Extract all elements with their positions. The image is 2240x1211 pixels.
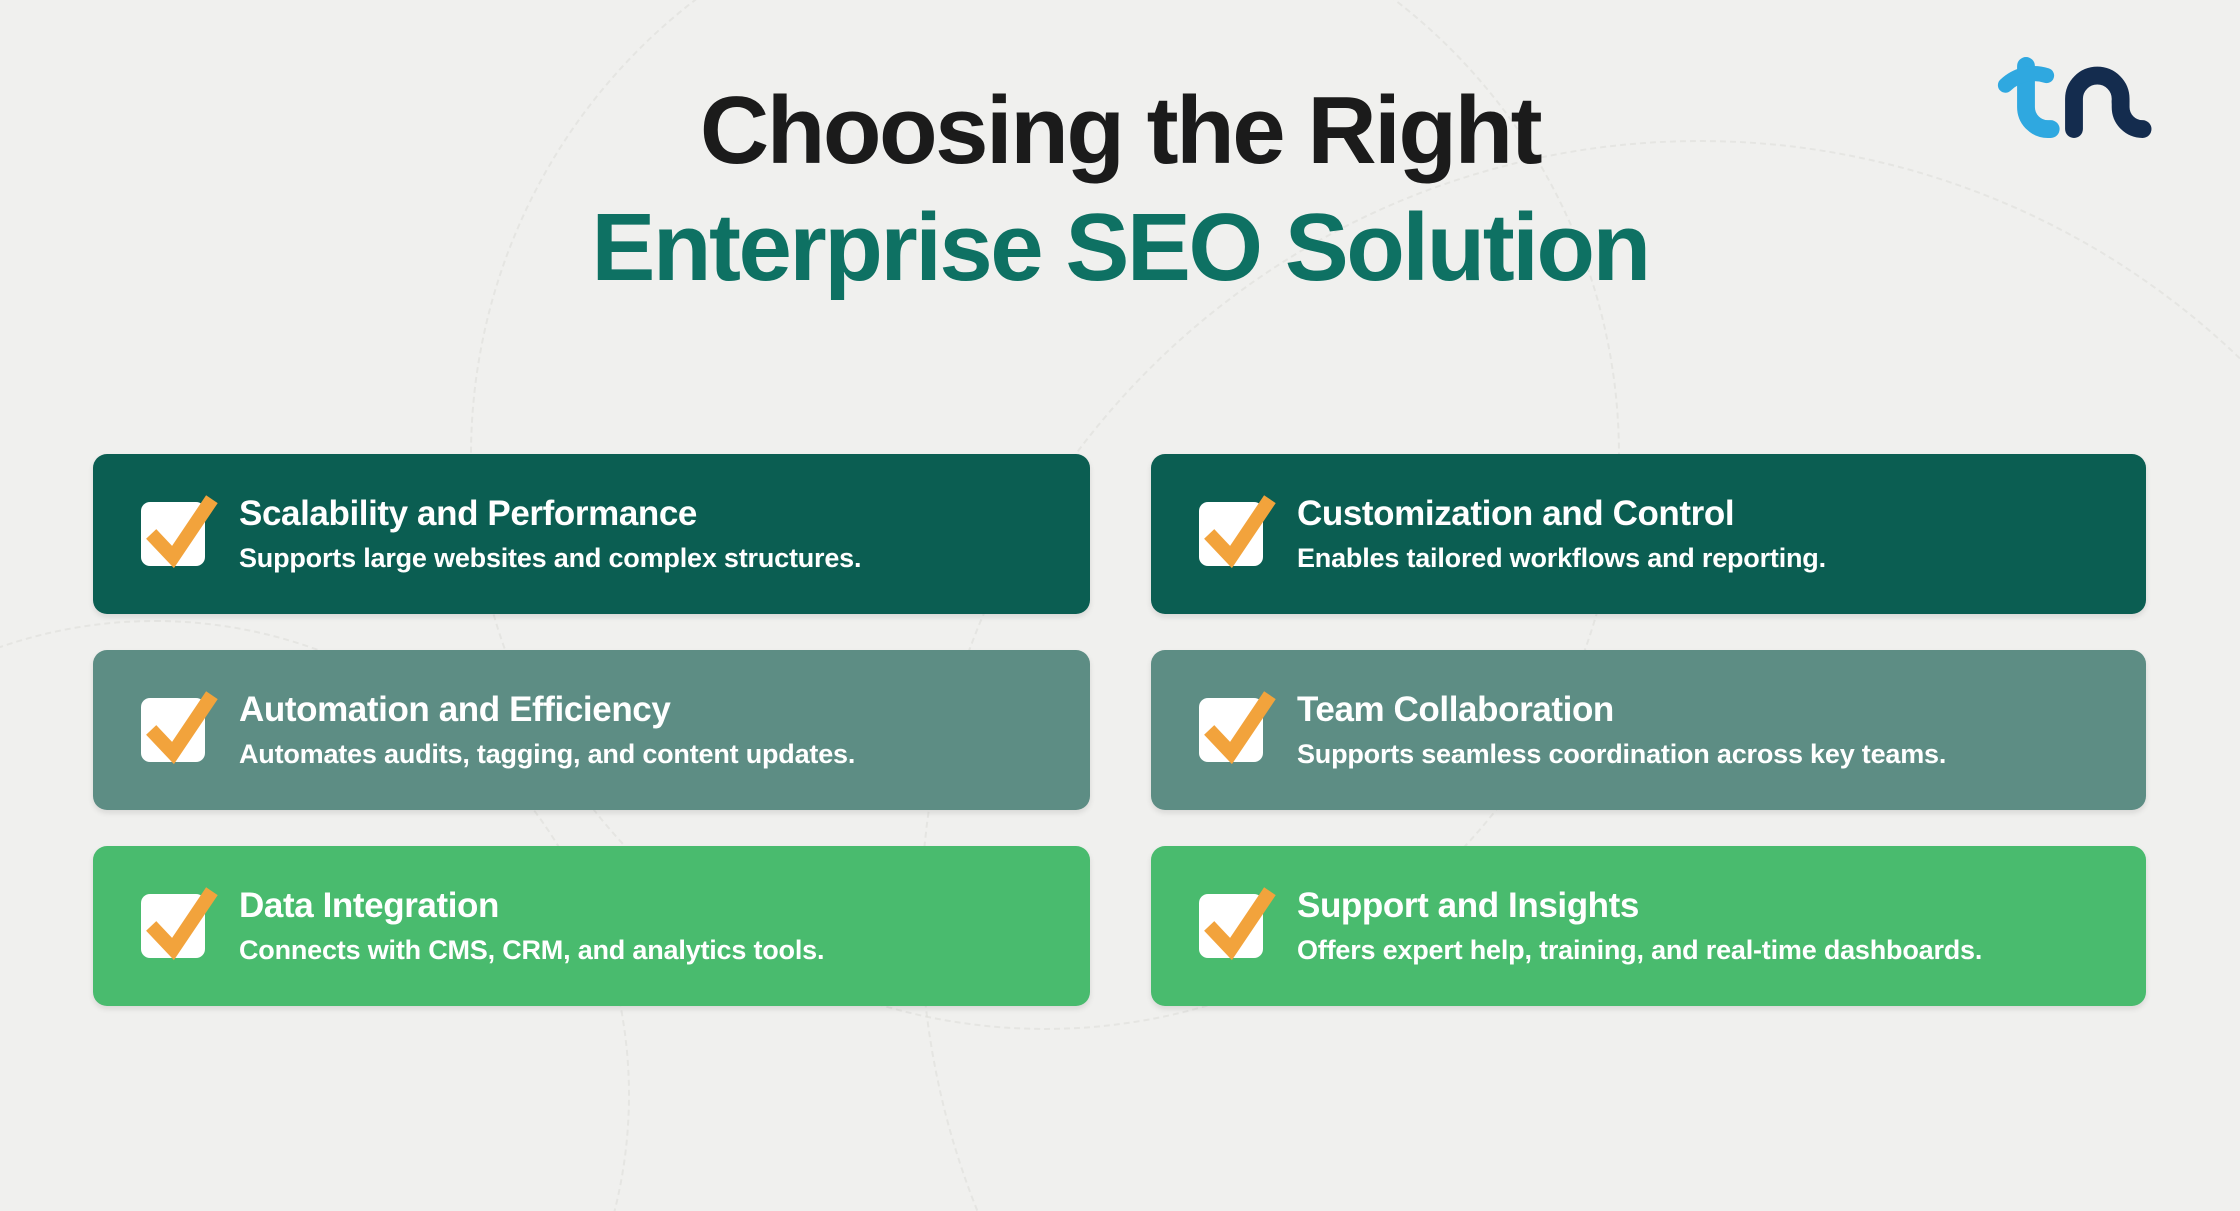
card-title: Scalability and Performance [239, 494, 697, 533]
card-text: Customization and Control Enables tailor… [1297, 494, 1826, 574]
card-title: Support and Insights [1297, 886, 1639, 925]
card-description: Automates audits, tagging, and content u… [239, 739, 856, 769]
checkmark-icon [1204, 887, 1276, 961]
card-text: Data Integration Connects with CMS, CRM,… [239, 886, 824, 966]
card-title: Team Collaboration [1297, 690, 1614, 729]
card-description: Supports seamless coordination across ke… [1297, 739, 1947, 769]
card-text: Team Collaboration Supports seamless coo… [1297, 690, 1946, 770]
card-text: Scalability and Performance Supports lar… [239, 494, 861, 574]
card-text: Support and Insights Offers expert help,… [1297, 886, 1982, 966]
checkbox [141, 887, 218, 961]
card-scalability-and-performance: Scalability and Performance Supports lar… [93, 454, 1090, 614]
checkbox [1199, 691, 1276, 765]
checkmark-icon [1204, 495, 1276, 569]
title-line-2: Enterprise SEO Solution [591, 194, 1651, 302]
card-customization-and-control: Customization and Control Enables tailor… [1151, 454, 2146, 614]
card-automation-and-efficiency: Automation and Efficiency Automates audi… [93, 650, 1090, 810]
card-title: Customization and Control [1297, 494, 1735, 533]
checkmark-icon [146, 887, 218, 961]
checkmark-icon [1204, 691, 1276, 765]
checkbox [141, 495, 218, 569]
checkbox [1199, 887, 1276, 961]
card-title: Automation and Efficiency [239, 690, 671, 729]
page-header: Choosing the Right Enterprise SEO Soluti… [0, 72, 2240, 306]
tro-logo-icon [1997, 57, 2152, 138]
card-title: Data Integration [239, 886, 500, 925]
page-title: Choosing the Right Enterprise SEO Soluti… [0, 72, 2240, 306]
card-support-and-insights: Support and Insights Offers expert help,… [1151, 846, 2146, 1006]
card-description: Offers expert help, training, and real-t… [1297, 935, 1983, 965]
card-data-integration: Data Integration Connects with CMS, CRM,… [93, 846, 1090, 1006]
checkmark-icon [146, 691, 218, 765]
title-line-1: Choosing the Right [699, 77, 1543, 184]
card-description: Connects with CMS, CRM, and analytics to… [239, 935, 825, 965]
checkbox [141, 691, 218, 765]
card-description: Supports large websites and complex stru… [239, 543, 862, 573]
brand-logo [1990, 55, 2158, 151]
checkbox [1199, 495, 1276, 569]
card-team-collaboration: Team Collaboration Supports seamless coo… [1151, 650, 2146, 810]
card-text: Automation and Efficiency Automates audi… [239, 690, 855, 770]
checkmark-icon [146, 495, 218, 569]
card-description: Enables tailored workflows and reporting… [1297, 543, 1826, 573]
cards-grid: Scalability and Performance Supports lar… [93, 454, 2146, 1006]
